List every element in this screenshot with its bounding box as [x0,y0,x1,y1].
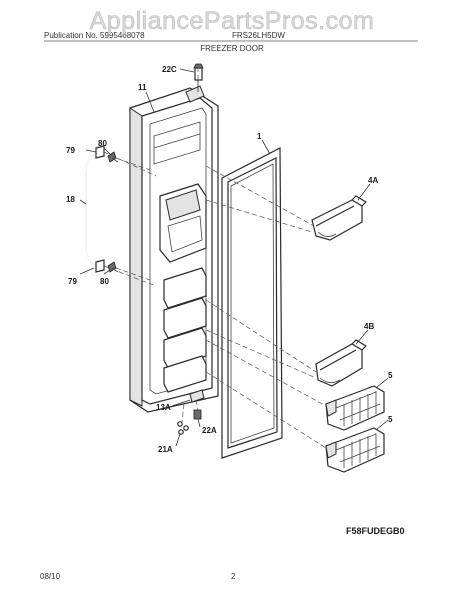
dairy-bin-5-bottom [325,427,385,473]
callout-21a: 21A [158,445,173,454]
door-handle [85,145,105,273]
callout-79-bottom: 79 [68,277,77,286]
callout-18: 18 [66,195,75,204]
footer-date: 08/10 [40,572,61,581]
header-publication-text: Publication No. 5995468078 [44,31,145,40]
callout-80-bottom: 80 [100,277,109,286]
dairy-bin-5-top [325,385,385,431]
callout-80-top: 80 [98,139,107,148]
door-bin-4b [315,339,367,387]
hinge-bushing-22a [193,409,202,420]
bottom-hinge-13a [189,389,205,403]
callout-5-bottom: 5 [388,415,393,424]
section-title: FREEZER DOOR [200,44,264,53]
callout-11: 11 [138,83,147,92]
projection-lines [103,64,327,449]
door-gasket [221,147,283,459]
figure-code: F58FUDEGB0 [346,526,405,536]
callout-79-top: 79 [66,146,75,155]
callout-5-top: 5 [388,371,393,380]
callout-13a: 13A [156,403,171,412]
callout-22a: 22A [202,426,217,435]
door-bin-4a [311,195,367,241]
watermark-logo: AppliancePartsPros.com [90,7,375,35]
hinge-pin-22c [193,63,204,92]
header-model-text: FRS26LH5DW [232,31,285,40]
freezer-door-assembly [129,85,219,413]
callout-4b: 4B [364,322,374,331]
callout-4a: 4A [368,176,378,185]
footer-page-number: 2 [231,572,236,581]
callout-22c: 22C [162,65,177,74]
callout-leaders [79,68,389,447]
callout-1: 1 [257,132,262,141]
washers-21a [177,421,189,435]
